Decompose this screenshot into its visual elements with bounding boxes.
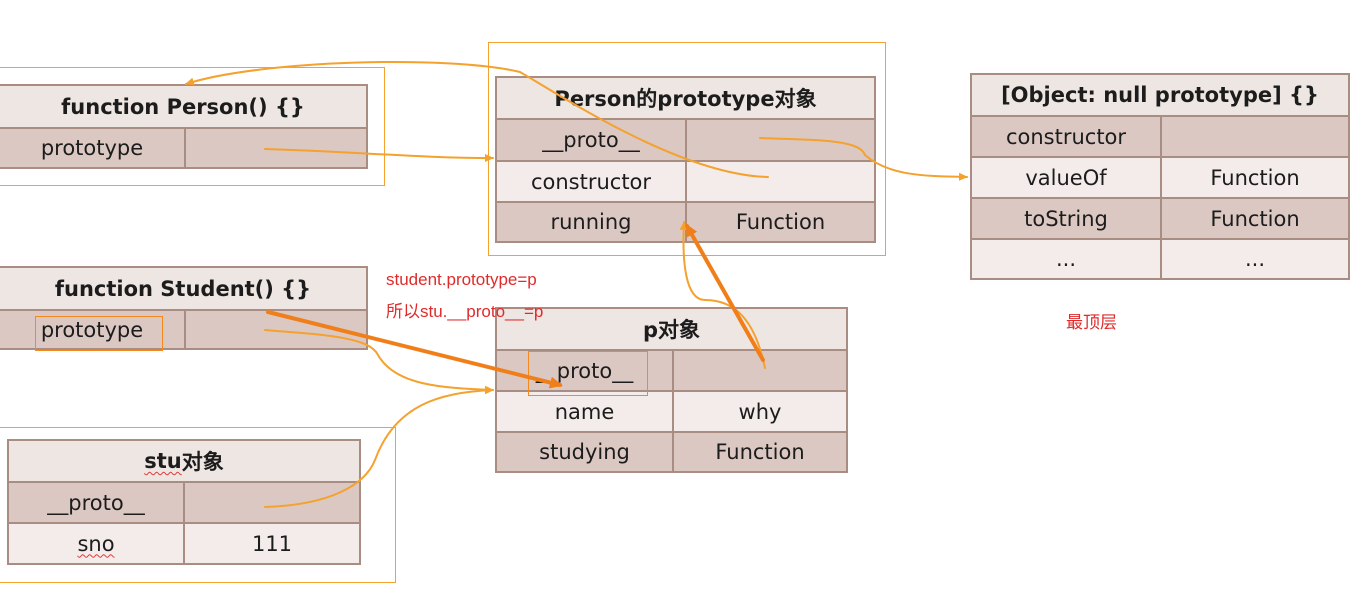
stu-obj-frame bbox=[0, 427, 396, 583]
note-line-2: 所以stu.__proto__=p bbox=[386, 302, 544, 321]
arrow-student-prototype bbox=[264, 329, 494, 394]
row-key: toString bbox=[972, 199, 1162, 238]
row-value: ... bbox=[1244, 247, 1266, 271]
person-proto-frame bbox=[488, 42, 886, 256]
table-row: prototype bbox=[0, 311, 366, 348]
row-key: __proto__ bbox=[9, 483, 185, 522]
top-level-label: 最顶层 bbox=[1066, 313, 1117, 332]
table-title: p对象 bbox=[497, 309, 846, 351]
arrow-person-prototype bbox=[264, 148, 494, 162]
table-row: ... ... bbox=[972, 240, 1348, 278]
row-value: Function bbox=[1210, 206, 1300, 231]
title-suffix: 对象 bbox=[181, 450, 224, 474]
row-value: Function bbox=[1210, 165, 1300, 190]
table-row: name why bbox=[497, 392, 846, 433]
p-object-table: p对象 __proto__ name why studying Function bbox=[495, 307, 848, 473]
row-key: constructor bbox=[497, 162, 687, 201]
row-value: 111 bbox=[251, 531, 293, 556]
person-fn-frame bbox=[0, 67, 385, 186]
table-row: prototype bbox=[0, 129, 366, 167]
object-prototype-table: [Object: null prototype] {} constructor … bbox=[970, 73, 1350, 280]
table-row: studying Function bbox=[497, 433, 846, 471]
row-key: studying bbox=[497, 433, 674, 471]
table-title: Person的prototype对象 bbox=[497, 78, 874, 120]
table-title: [Object: null prototype] {} bbox=[972, 75, 1348, 117]
row-key: name bbox=[497, 392, 674, 431]
student-function-table: function Student() {} prototype bbox=[0, 266, 368, 350]
note-line-1: student.prototype=p bbox=[386, 270, 537, 289]
table-row: constructor bbox=[972, 117, 1348, 158]
table-row: constructor bbox=[497, 162, 874, 203]
arrow-proto-to-object bbox=[759, 137, 968, 181]
table-row: sno 111 bbox=[9, 524, 359, 563]
arrow-constructor-to-person bbox=[185, 61, 769, 178]
table-title: function Person() {} bbox=[0, 86, 366, 129]
row-value: why bbox=[738, 399, 782, 424]
row-key: ... bbox=[972, 240, 1162, 278]
person-function-table: function Person() {} prototype bbox=[0, 84, 368, 169]
table-title: function Student() {} bbox=[0, 268, 366, 311]
arrow-p-emphasis bbox=[685, 223, 765, 362]
row-key-text: sno bbox=[77, 531, 115, 556]
row-value: Function bbox=[715, 440, 805, 464]
row-key: valueOf bbox=[972, 158, 1162, 197]
arrow-stu-proto bbox=[264, 386, 494, 508]
arrow-p-proto-curve bbox=[679, 221, 766, 369]
title-prefix: stu bbox=[144, 449, 182, 473]
table-row: toString Function bbox=[972, 199, 1348, 240]
row-key: sno bbox=[9, 524, 185, 563]
table-row: valueOf Function bbox=[972, 158, 1348, 199]
arrow-student-emphasis bbox=[266, 310, 563, 389]
row-value: Function bbox=[735, 210, 826, 234]
row-key: constructor bbox=[972, 117, 1162, 156]
student-prototype-highlight bbox=[35, 316, 163, 351]
row-key: prototype bbox=[0, 311, 186, 348]
row-key: prototype bbox=[0, 129, 186, 167]
p-proto-highlight bbox=[528, 351, 648, 396]
